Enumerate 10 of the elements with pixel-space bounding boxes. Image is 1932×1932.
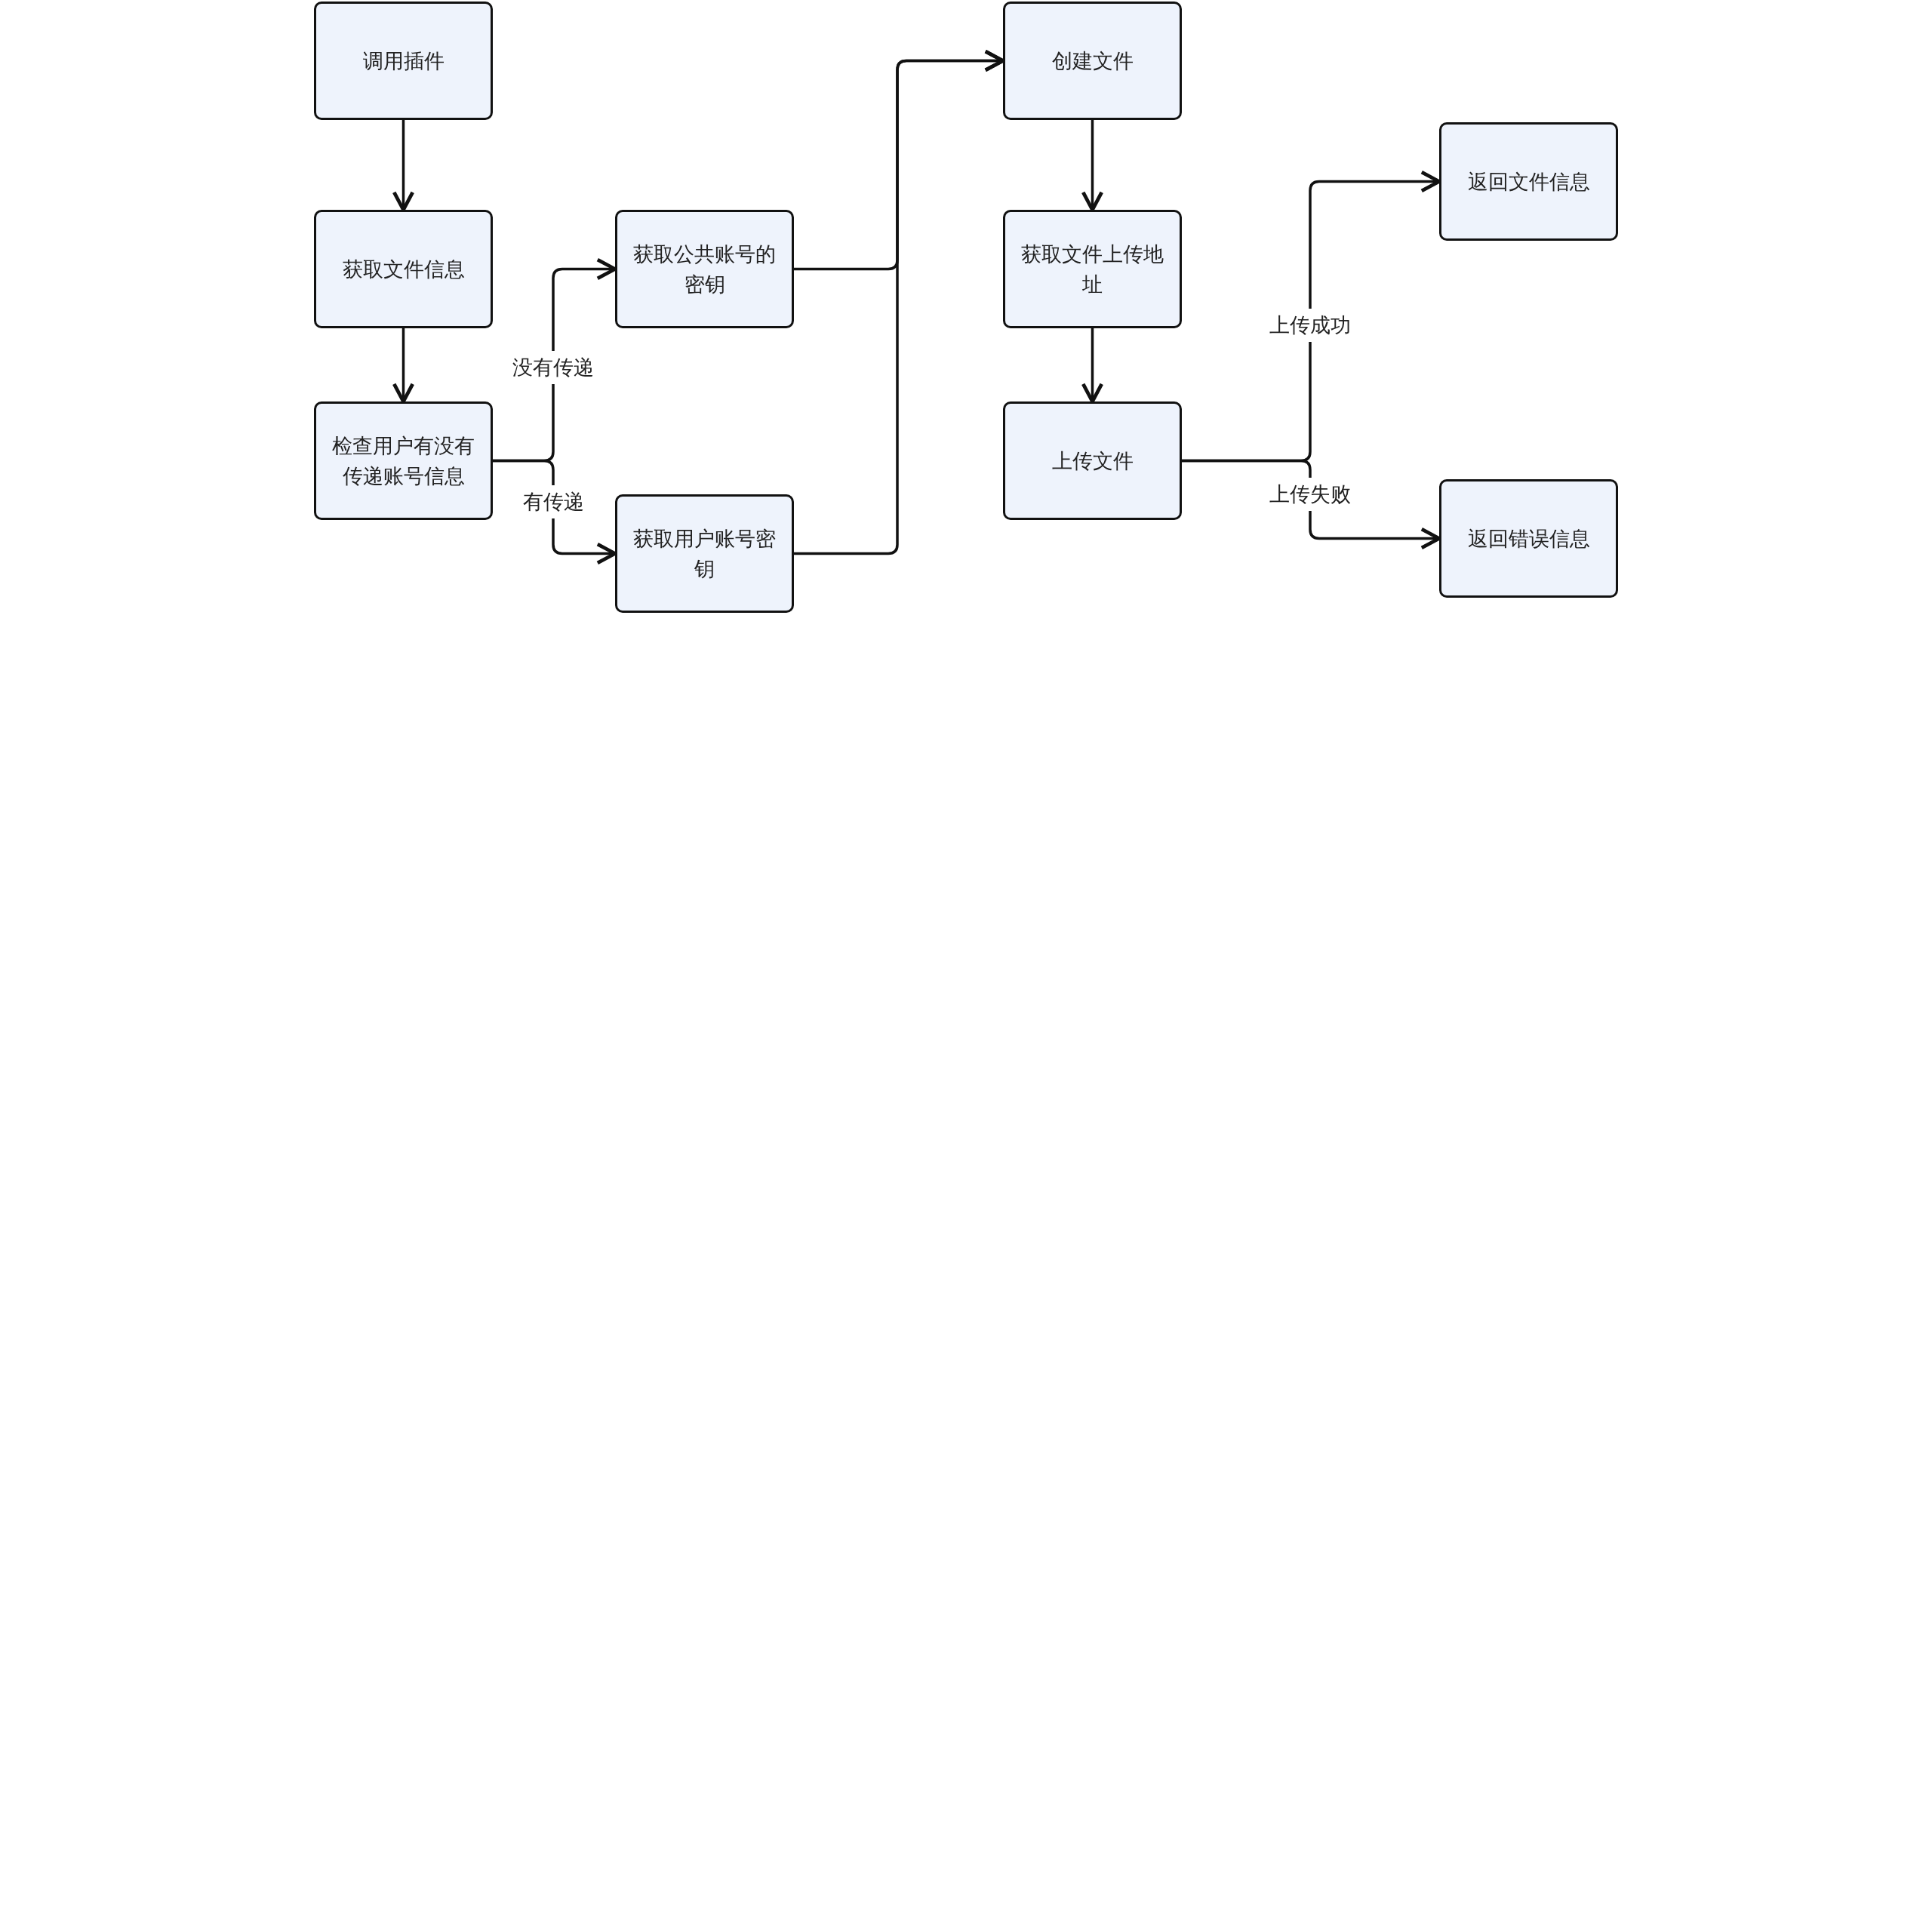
process-box: 返回错误信息 xyxy=(1439,479,1618,598)
process-box: 调用插件 xyxy=(314,2,493,120)
process-box: 获取文件上传地址 xyxy=(1003,210,1182,328)
process-box: 检查用户有没有传递账号信息 xyxy=(314,401,493,520)
process-box: 上传文件 xyxy=(1003,401,1182,520)
process-box: 创建文件 xyxy=(1003,2,1182,120)
process-box: 获取公共账号的密钥 xyxy=(615,210,794,328)
process-box: 返回文件信息 xyxy=(1439,122,1618,241)
process-box: 获取文件信息 xyxy=(314,210,493,328)
process-box: 获取用户账号密钥 xyxy=(615,494,794,613)
